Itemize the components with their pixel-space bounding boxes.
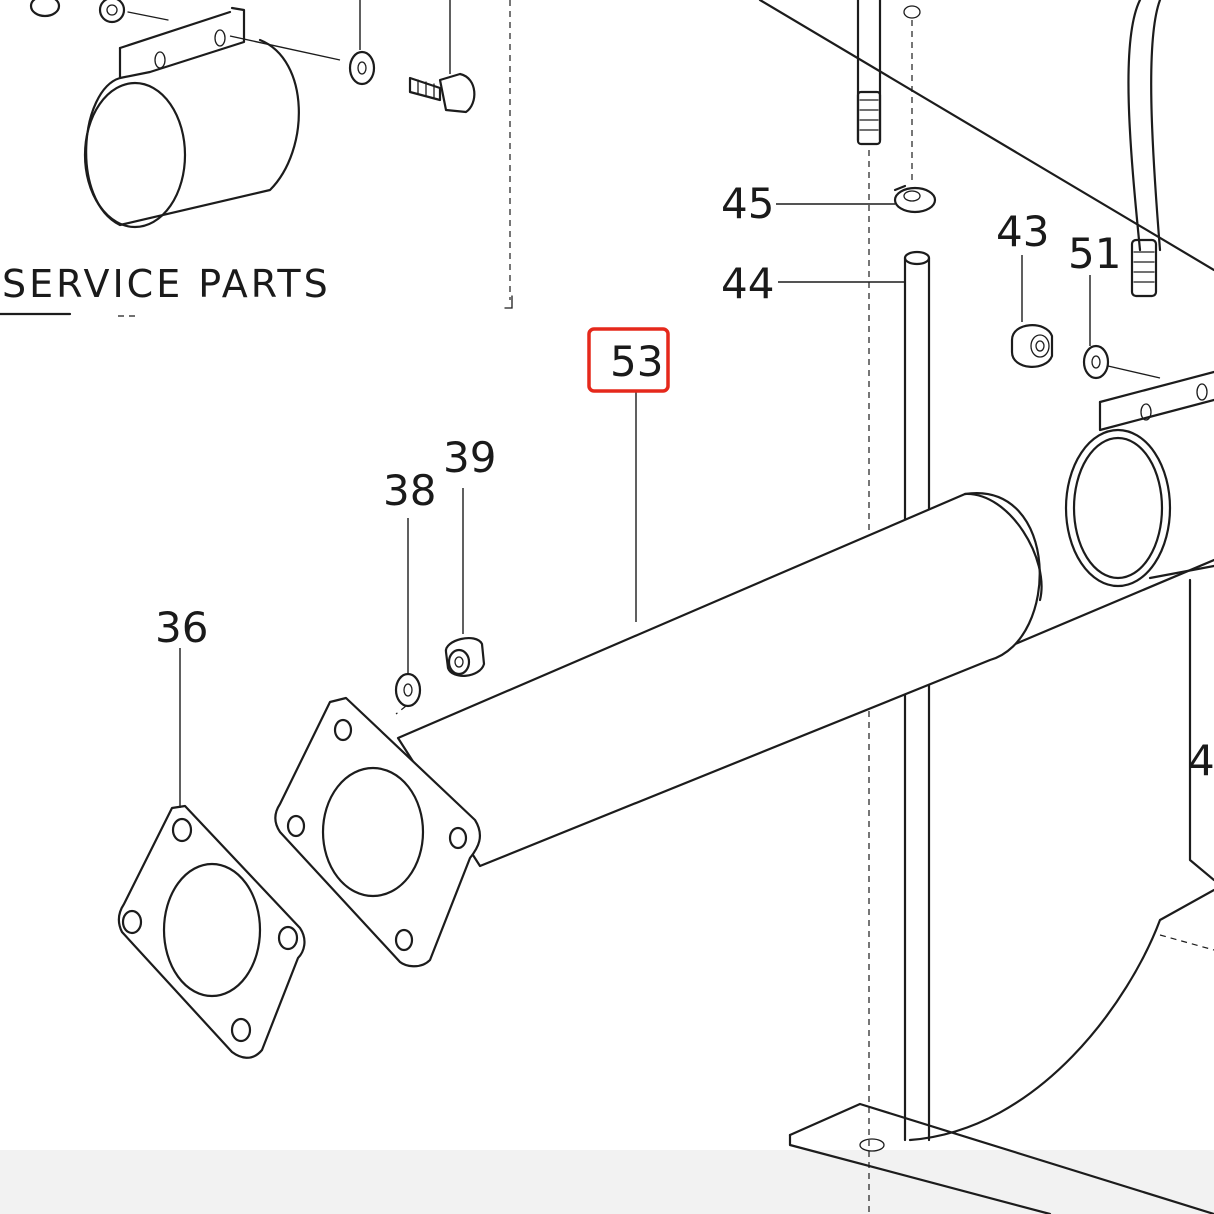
label-36: 36 — [155, 603, 208, 652]
curved-rod — [1127, 0, 1142, 252]
bottom-shade — [0, 1150, 1214, 1214]
part-43-nut — [1010, 324, 1054, 368]
inset-clamp-opening — [83, 81, 187, 229]
label-43: 43 — [996, 207, 1049, 256]
inset-clamp — [83, 6, 341, 229]
frame-diagonal-upper — [758, 0, 1214, 272]
label-51: 51 — [1068, 229, 1121, 278]
part-53-pipe[interactable] — [274, 492, 1043, 968]
inset-frame-corner — [504, 295, 513, 309]
washer-top-left-1 — [29, 0, 61, 18]
right-clamp-opening — [1064, 428, 1172, 588]
right-clamp — [1064, 370, 1214, 882]
washer-top-left-2 — [98, 0, 126, 24]
part-51-washer — [1082, 344, 1161, 380]
label-39: 39 — [443, 433, 496, 482]
highlight-box-53 — [587, 327, 670, 393]
label-38: 38 — [383, 466, 436, 515]
pipe-flange-opening — [321, 766, 425, 898]
part-39-nut[interactable] — [444, 636, 486, 677]
label-45: 45 — [721, 179, 774, 228]
part-36-gasket[interactable] — [117, 804, 306, 1059]
part-44-rod — [903, 250, 931, 1142]
inset-bolt — [408, 0, 476, 114]
part-45-nut — [893, 184, 937, 214]
inset-washer — [348, 50, 376, 86]
label-53: 53 — [610, 337, 663, 386]
gasket-opening — [162, 862, 262, 998]
curved-rod-thread — [1130, 238, 1158, 298]
service-parts-inset: SERVICE PARTS — [0, 0, 513, 317]
label-partial-right: 4 — [1188, 736, 1214, 785]
part-38-washer[interactable] — [394, 672, 422, 715]
label-44: 44 — [721, 259, 774, 308]
pipe-flange — [274, 696, 482, 968]
service-parts-caption: SERVICE PARTS — [2, 262, 331, 306]
